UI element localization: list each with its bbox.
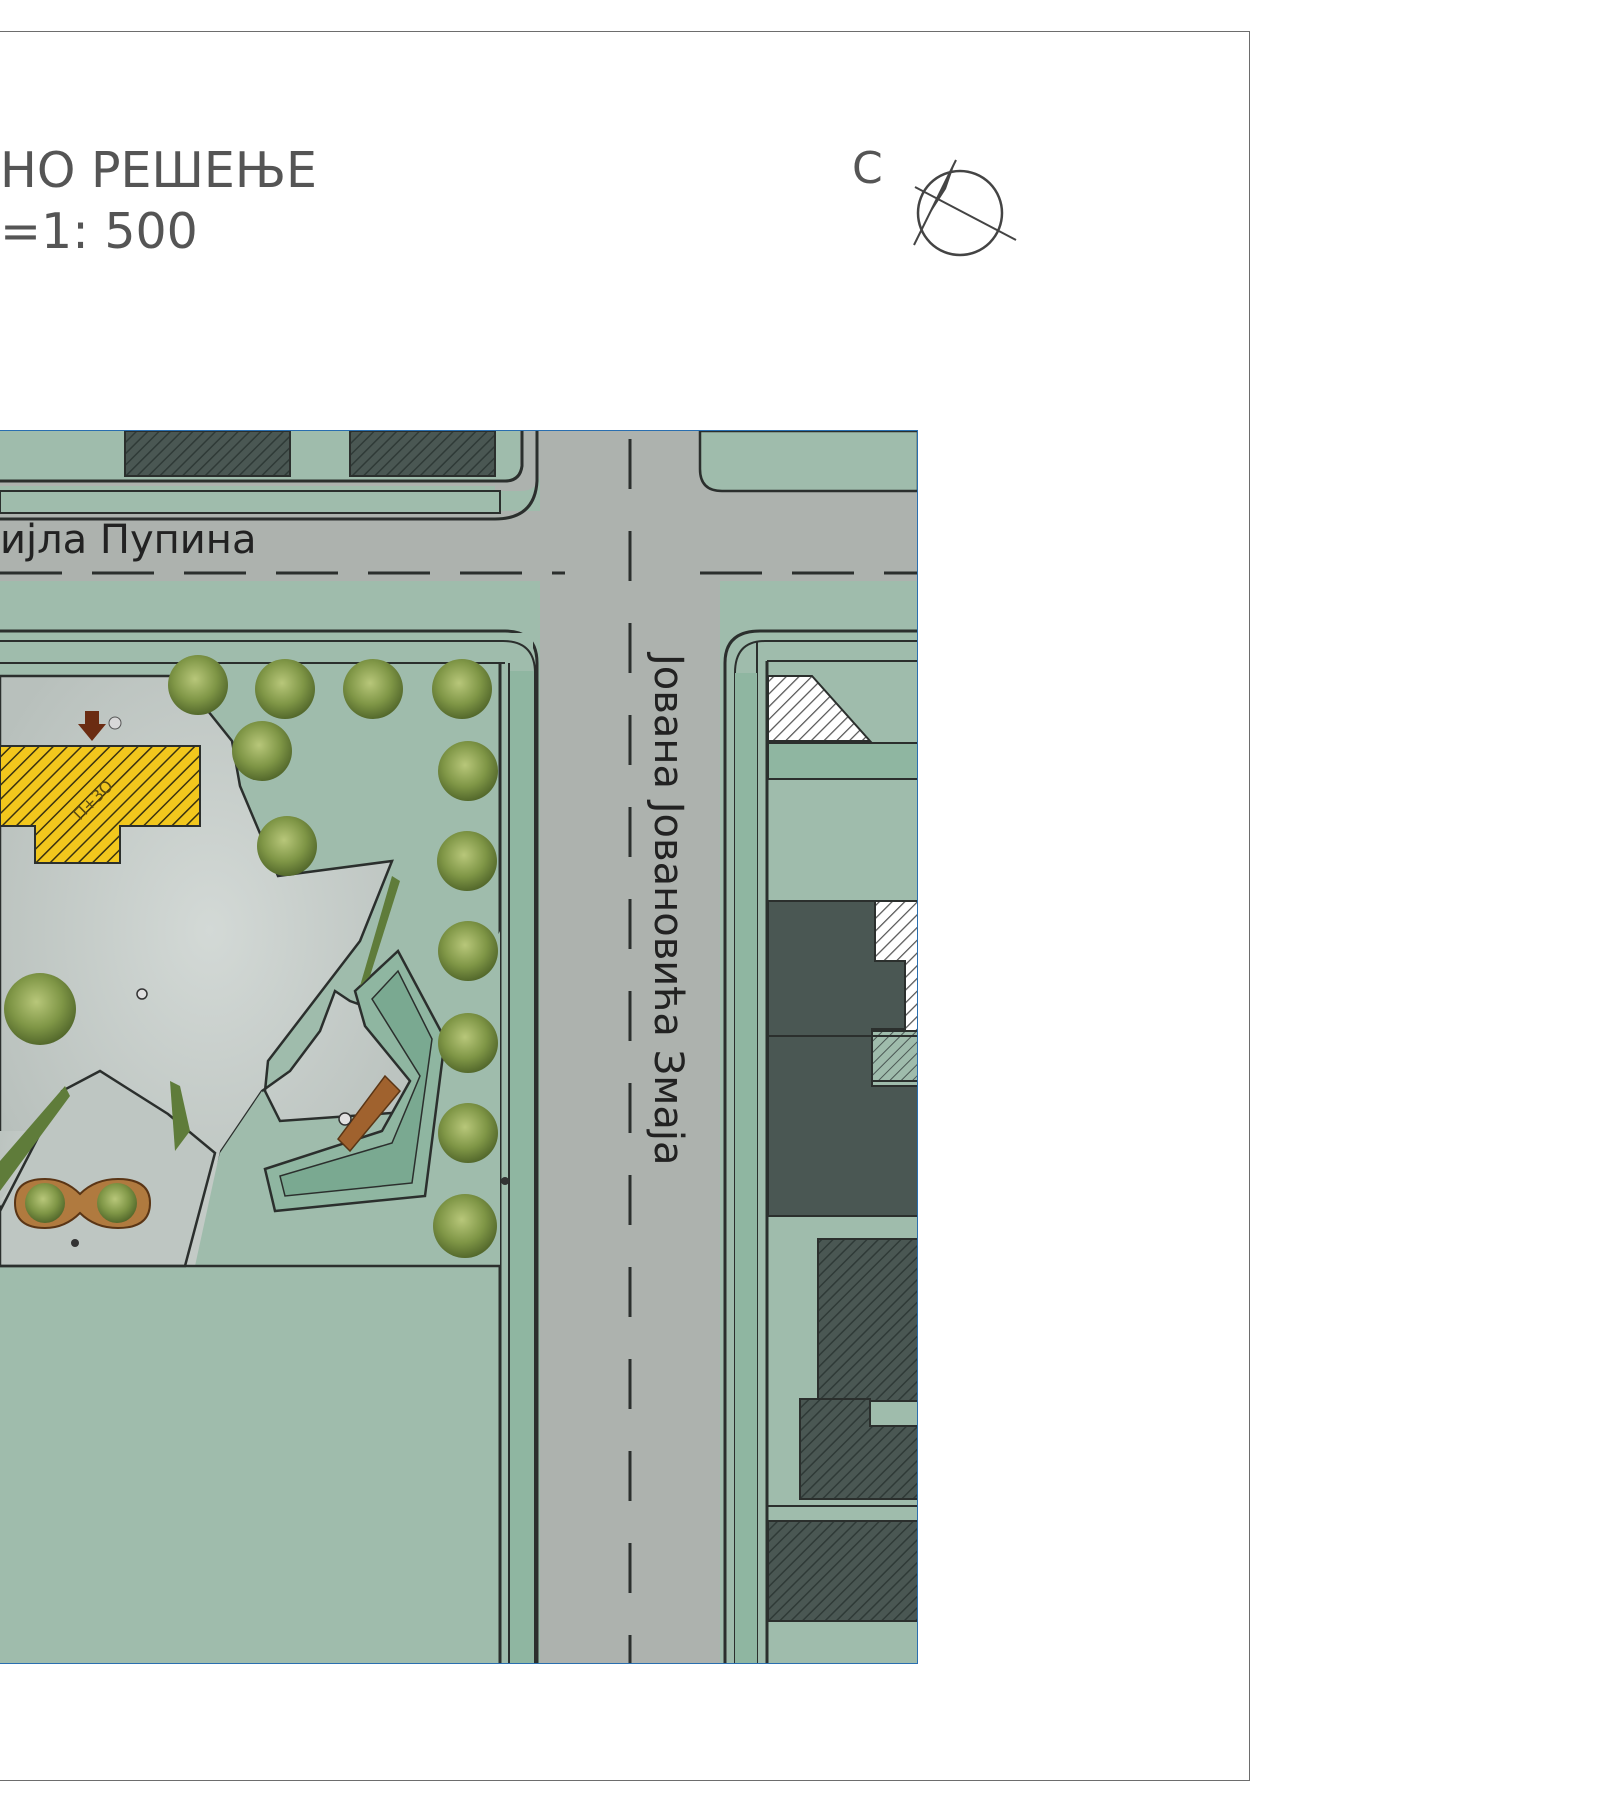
building-top-1 [124,431,291,477]
drawing-sheet-frame [0,31,1250,1781]
tree-icon [432,659,492,719]
tree-icon [438,741,498,801]
tree-icon [438,1103,498,1163]
trees [4,655,498,1258]
building-right-hatched-3 [799,1398,917,1500]
road-horizontal [0,521,917,581]
tree-icon [257,816,317,876]
building-top-2 [349,431,496,477]
street-label-horizontal: ијла Пупина [0,517,256,563]
entrance-arrow-icon [78,711,106,741]
building-p30 [0,745,201,864]
title-line-1: НО РЕШЕЊЕ [0,142,318,199]
north-label: С [852,143,883,194]
site-plan-drawing: П+3О ијла Пупина Јована Јовановића Змаја [0,431,917,1663]
tree-icon [437,831,497,891]
bench [337,1074,402,1153]
tree-icon [168,655,228,715]
tree-icon [343,659,403,719]
street-label-vertical: Јована Јовановића Змаја [645,651,691,1166]
tree-icon [433,1194,497,1258]
tree-icon [438,1013,498,1073]
building-right-hatched-4 [767,1520,917,1622]
tree-icon [232,721,292,781]
hedge-3 [170,1081,190,1151]
tree-icon [4,973,76,1045]
building-right-hatched-2 [817,1238,917,1402]
tree-icon [255,659,315,719]
north-arrow-icon [913,159,1017,257]
hedge-2 [0,1086,70,1191]
waste-bin-icon [338,1112,352,1126]
drawing-title: НО РЕШЕЊЕ =1: 500 [0,140,317,262]
hedge-1 [360,876,400,986]
site-plan: П+3О ијла Пупина Јована Јовановића Змаја [0,430,918,1664]
building-right-hatched-1 [767,675,873,742]
tree-icon [438,921,498,981]
title-line-2: =1: 500 [0,203,198,260]
